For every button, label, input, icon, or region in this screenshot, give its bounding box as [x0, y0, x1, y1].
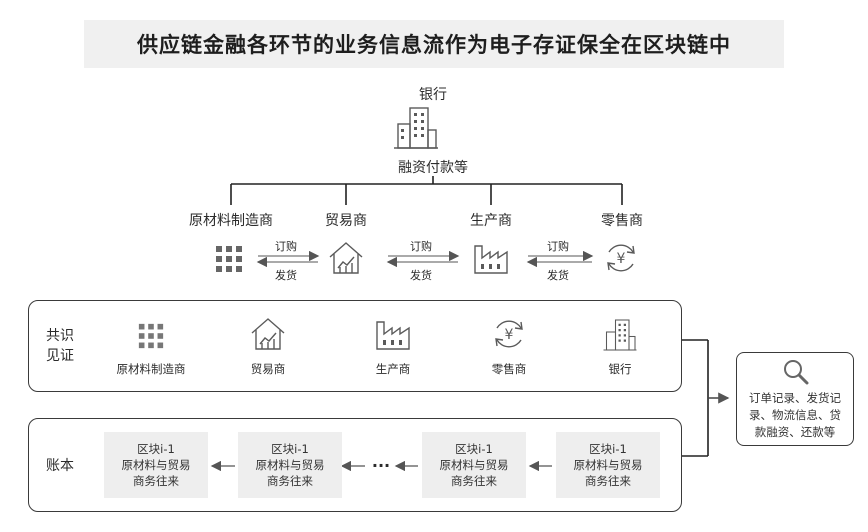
arrow-label-order-1: 订购 [275, 240, 297, 253]
consensus-party-trader: 贸易商 [250, 362, 286, 376]
block-line2: 商务往来 [267, 474, 313, 488]
svg-text:¥: ¥ [617, 251, 626, 267]
ledger-ellipsis: ··· [371, 456, 391, 475]
block-line1: 原材料与贸易 [573, 458, 643, 472]
ledger-panel [28, 418, 682, 512]
block-line1: 原材料与贸易 [121, 458, 191, 472]
block-name: 区块i-1 [271, 442, 309, 456]
consensus-party-producer: 生产商 [375, 362, 411, 376]
block-line2: 商务往来 [451, 474, 497, 488]
party-label-producer: 生产商 [470, 213, 512, 229]
consensus-side-label: 共识 见证 [46, 328, 74, 364]
bank-icon [602, 316, 638, 354]
yen-cycle-icon: ¥ [491, 316, 527, 352]
block-line2: 商务往来 [133, 474, 179, 488]
ledger-block: 区块i-1 原材料与贸易 商务往来 [422, 432, 526, 498]
ledger-block: 区块i-1 原材料与贸易 商务往来 [104, 432, 208, 498]
party-label-raw-material: 原材料制造商 [189, 213, 273, 229]
block-name: 区块i-1 [137, 442, 175, 456]
ledger-block: 区块i-1 原材料与贸易 商务往来 [556, 432, 660, 498]
result-line: 款融资、还款等 [754, 425, 836, 439]
yen-cycle-icon: ¥ [603, 240, 639, 276]
result-panel [736, 352, 854, 446]
block-line2: 商务往来 [585, 474, 631, 488]
arrow-label-order-3: 订购 [547, 240, 569, 253]
svg-text:¥: ¥ [505, 327, 514, 343]
result-text: 订单记录、发货记 录、物流信息、贷 款融资、还款等 [738, 390, 852, 441]
factory-icon [374, 316, 412, 352]
ledger-block: 区块i-1 原材料与贸易 商务往来 [238, 432, 342, 498]
arrow-label-ship-1: 发货 [275, 269, 297, 282]
result-line: 录、物流信息、贷 [749, 408, 841, 422]
consensus-panel [28, 300, 682, 392]
house-chart-icon [327, 240, 365, 276]
arrow-label-order-2: 订购 [410, 240, 432, 253]
bank-label: 银行 [419, 87, 447, 103]
block-line1: 原材料与贸易 [439, 458, 509, 472]
arrow-label-ship-3: 发货 [547, 269, 569, 282]
search-icon [782, 358, 810, 386]
block-line1: 原材料与贸易 [255, 458, 325, 472]
party-label-trader: 贸易商 [325, 213, 367, 229]
arrow-label-ship-2: 发货 [410, 269, 432, 282]
grid-icon [137, 322, 165, 350]
consensus-party-retailer: 零售商 [491, 362, 527, 376]
factory-icon [472, 240, 510, 276]
block-name: 区块i-1 [455, 442, 493, 456]
consensus-party-bank: 银行 [608, 362, 632, 376]
payment-label: 融资付款等 [398, 160, 468, 176]
grid-icon [214, 244, 244, 274]
result-line: 订单记录、发货记 [749, 391, 841, 405]
consensus-party-raw-material: 原材料制造商 [116, 362, 186, 376]
diagram-title: 供应链金融各环节的业务信息流作为电子存证保全在区块链中 [84, 20, 784, 68]
ledger-side-label: 账本 [46, 458, 74, 474]
bank-icon [392, 104, 440, 152]
house-chart-icon [249, 316, 287, 352]
party-label-retailer: 零售商 [601, 213, 643, 229]
block-name: 区块i-1 [589, 442, 627, 456]
